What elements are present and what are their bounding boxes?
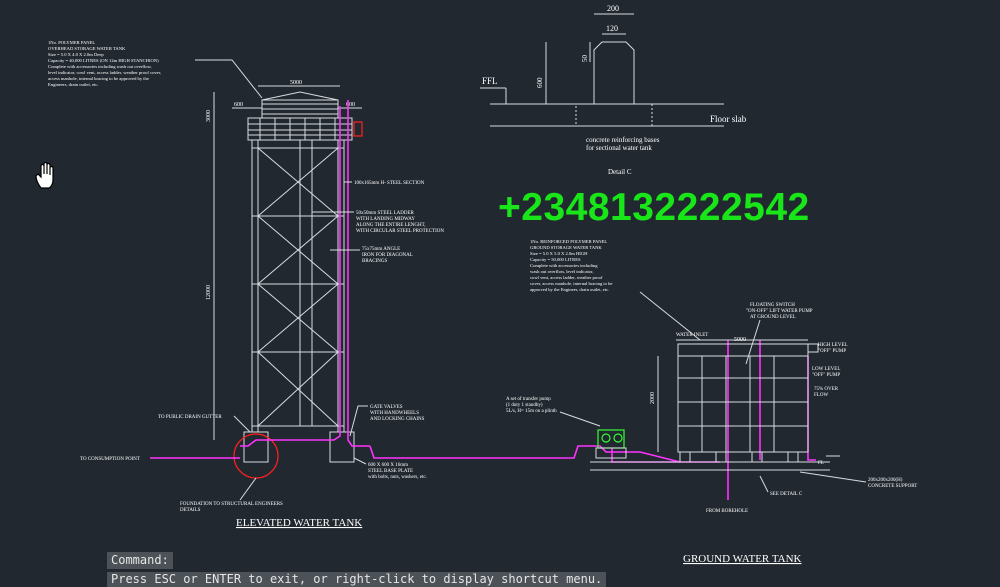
note-line: approved by the Engineer, drain outlet, … bbox=[530, 287, 609, 293]
dim-detail-50: 50 bbox=[581, 55, 589, 63]
callout-float: "ON-OFF" LIFT WATER PUMP bbox=[746, 309, 813, 314]
callout-high: HIGH LEVEL bbox=[818, 343, 848, 348]
dim-stanchion-height: 12000 bbox=[206, 285, 212, 300]
note-line: Size = 5.0 X 4.0 X 2.0m Deep bbox=[48, 52, 104, 57]
callout-support: CONCRETE SUPPORT bbox=[868, 484, 917, 489]
callout-ladder: ALONG THE ENTIRE LENGHT, bbox=[356, 223, 426, 228]
callout-gate: GATE VALVES bbox=[370, 405, 403, 410]
callout-plate: with bolts, nuts, washers, etc. bbox=[368, 475, 427, 480]
callout-ladder: WITH LANDING MIDWAY bbox=[356, 217, 415, 222]
callout-ladder: WITH CIRCULAR STEEL PROTECTION bbox=[356, 229, 444, 234]
callout-overflow: FLOW bbox=[814, 393, 828, 398]
leader-line bbox=[195, 59, 263, 99]
callout-low: LOW LEVEL bbox=[812, 367, 840, 372]
phone-overlay: +2348132222542 bbox=[498, 186, 810, 229]
detail-bases-line1: concrete reinforcing bases bbox=[586, 136, 660, 144]
callout-overflow: 75% OVER bbox=[814, 387, 839, 392]
note-line: Complete with accessories including wash… bbox=[48, 64, 152, 70]
pipe-network bbox=[150, 100, 816, 500]
callout-foundation: FOUNDATION TO STRUCTURAL ENGINEERS bbox=[180, 502, 283, 507]
callout-gate: AND LOCKING CHAINS bbox=[370, 417, 425, 422]
note-line: GROUND STORAGE WATER TANK bbox=[530, 245, 602, 250]
callout-pump: 5L/s, H= 15m on a plinth bbox=[506, 409, 557, 414]
command-label: Command: bbox=[107, 552, 173, 569]
elevated-tank-title: ELEVATED WATER TANK bbox=[236, 517, 362, 529]
callout-angle: BRACINGS bbox=[362, 259, 388, 264]
elevated-tank[interactable]: 5000 600 600 3000 12000 bbox=[206, 80, 363, 479]
callout-gate: WITH HANDWHEELS bbox=[370, 411, 419, 416]
detail-c-title: Detail C bbox=[608, 168, 632, 176]
callout-angle: IRON FOR DIAGONAL bbox=[362, 253, 413, 258]
dim-ground-width: 5000 bbox=[734, 337, 746, 343]
callout-support: 200x200x200(H) bbox=[868, 478, 903, 483]
ground-tank[interactable]: 5000 2000 bbox=[590, 337, 830, 471]
callout-angle: 75x75mm ANGLE bbox=[362, 247, 400, 252]
dim-detail-600: 600 bbox=[536, 77, 544, 88]
callouts: 100x165mm H- STEEL SECTION 50x50mm STEEL… bbox=[80, 181, 444, 513]
callout-inlet: WATER INLET bbox=[676, 333, 708, 338]
callout-ladder: 50x50mm STEEL LADDER bbox=[356, 211, 415, 216]
callout-h-steel: 100x165mm H- STEEL SECTION bbox=[354, 181, 425, 186]
callout-pump: (1 duty 1 standby) bbox=[506, 403, 543, 408]
callout-plate: 600 X 600 X 16mm bbox=[368, 463, 408, 468]
note-line: OVERHEAD STORAGE WATER TANK bbox=[48, 46, 126, 51]
callout-low: "OFF" PUMP bbox=[812, 373, 840, 378]
dim-detail-120: 120 bbox=[606, 24, 618, 33]
note-line: Size = 5.0 X 5.0 X 2.0m HIGH bbox=[530, 251, 588, 256]
ground-tank-title: GROUND WATER TANK bbox=[683, 553, 802, 565]
ground-callouts: A set of transfer pump (1 duty 1 standby… bbox=[506, 303, 917, 514]
callout-fl: FL bbox=[818, 461, 824, 466]
note-line: wash out overflow, level indicator, bbox=[530, 269, 594, 275]
callout-consumption: TO CONSUMPTION POINT bbox=[80, 457, 140, 462]
callout-borehole: FROM BOREHOLE bbox=[706, 509, 748, 514]
callout-plate: STEEL BASE PLATE bbox=[368, 469, 413, 474]
dim-top-width: 5000 bbox=[290, 80, 302, 86]
note-line: Capacity = 50,000 LITRES bbox=[530, 257, 581, 263]
dim-left-small: 600 bbox=[234, 102, 243, 108]
callout-float: AT GROUND LEVEL bbox=[750, 315, 796, 320]
note-line: 1No. POLYMER PANEL bbox=[48, 40, 95, 45]
callout-float: FLOATING SWITCH bbox=[750, 303, 795, 308]
note-line: level indicator, cowl vent, access ladde… bbox=[48, 70, 161, 76]
callout-pump: A set of transfer pump bbox=[506, 397, 551, 402]
dim-tank-height: 3000 bbox=[206, 110, 212, 122]
dim-ground-height: 2000 bbox=[650, 392, 656, 404]
note-line: Capacity = 40,000 LITRES (ON 12m HIGH ST… bbox=[48, 58, 159, 64]
detail-bases-line2: for sectional water tank bbox=[586, 144, 652, 152]
pan-hand-icon bbox=[35, 162, 54, 189]
note-line: 1No. REINFORCED POLYMER PANEL bbox=[530, 239, 607, 244]
ground-tank-notes: 1No. REINFORCED POLYMER PANEL GROUND STO… bbox=[530, 239, 612, 293]
note-line: access manhole, internal bracing to be a… bbox=[48, 76, 149, 82]
note-line: cover, access manhole, internal bracing … bbox=[530, 281, 612, 287]
note-line: Engineers, drain outlet, etc. bbox=[48, 82, 99, 88]
dim-right-small: 600 bbox=[346, 102, 355, 108]
leader-line bbox=[639, 291, 701, 341]
elevated-tank-notes: 1No. POLYMER PANEL OVERHEAD STORAGE WATE… bbox=[48, 40, 161, 88]
ffl-label: FFL bbox=[482, 76, 498, 86]
detail-c[interactable]: 200 120 50 600 FFL Floor slab concrete r… bbox=[480, 4, 747, 176]
note-line: cowl vent, access ladder, weather proof bbox=[530, 275, 603, 281]
note-line: Complete with accessories including bbox=[530, 263, 598, 268]
callout-drain: TO PUBLIC DRAIN GUTTER bbox=[158, 415, 222, 420]
floor-slab-label: Floor slab bbox=[710, 114, 747, 124]
callout-high: "OFF" PUMP bbox=[818, 349, 846, 354]
callout-see-detail: SEE DETAIL C bbox=[770, 492, 803, 497]
callout-foundation: DETAILS bbox=[180, 508, 201, 513]
dim-detail-200: 200 bbox=[607, 4, 619, 13]
